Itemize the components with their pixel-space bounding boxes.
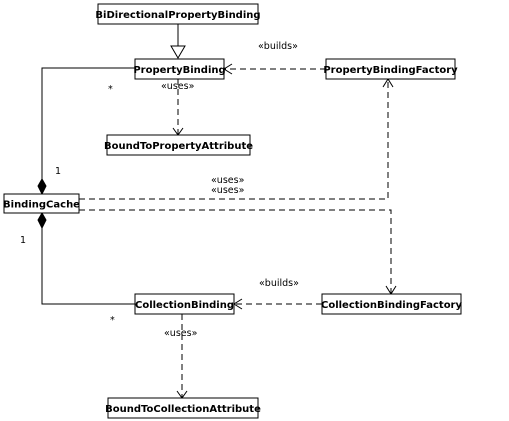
multiplicity-cache-property-one: 1 xyxy=(55,166,61,177)
multiplicity-collection-many: * xyxy=(110,315,115,326)
class-binding-cache[interactable]: BindingCache xyxy=(3,193,80,214)
class-collection-binding-factory[interactable]: CollectionBindingFactory xyxy=(321,293,463,315)
cache-collection-diamond xyxy=(37,211,47,230)
builds-property-label: «builds» xyxy=(258,41,298,52)
class-binding-cache-name: BindingCache xyxy=(3,200,80,211)
class-property-binding-factory[interactable]: PropertyBindingFactory xyxy=(323,58,458,80)
class-bidirectional-property-binding[interactable]: BiDirectionalPropertyBinding xyxy=(95,3,261,25)
uses-collection-attribute-label: «uses» xyxy=(164,328,198,339)
class-bound-to-property-attribute-name: BoundToPropertyAttribute xyxy=(104,141,253,152)
class-property-binding[interactable]: PropertyBinding xyxy=(133,58,226,80)
multiplicity-cache-collection-one: 1 xyxy=(20,235,26,246)
class-property-binding-factory-name: PropertyBindingFactory xyxy=(323,65,458,76)
cache-property-diamond xyxy=(37,177,47,196)
cache-property-composition-line xyxy=(41,67,135,179)
class-collection-binding-name: CollectionBinding xyxy=(135,300,234,311)
class-bound-to-collection-attribute[interactable]: BoundToCollectionAttribute xyxy=(105,397,261,419)
cache-uses-factory-line xyxy=(79,79,389,200)
cache-uses-collection-factory-line xyxy=(79,209,392,294)
cache-uses-label-2: «uses» xyxy=(211,185,245,196)
builds-collection-label: «builds» xyxy=(259,278,299,289)
multiplicity-property-many: * xyxy=(108,84,113,95)
generalization-triangle xyxy=(170,45,186,59)
class-collection-binding-factory-name: CollectionBindingFactory xyxy=(321,300,463,311)
cache-collection-composition-line xyxy=(41,228,135,305)
class-bound-to-property-attribute[interactable]: BoundToPropertyAttribute xyxy=(104,134,253,156)
class-bound-to-collection-attribute-name: BoundToCollectionAttribute xyxy=(105,404,261,415)
class-bidirectional-property-binding-name: BiDirectionalPropertyBinding xyxy=(95,10,260,21)
uses-property-attribute-label: «uses» xyxy=(161,81,195,92)
cache-uses-label-1: «uses» xyxy=(211,175,245,186)
class-collection-binding[interactable]: CollectionBinding xyxy=(134,293,235,315)
class-property-binding-name: PropertyBinding xyxy=(133,65,225,76)
